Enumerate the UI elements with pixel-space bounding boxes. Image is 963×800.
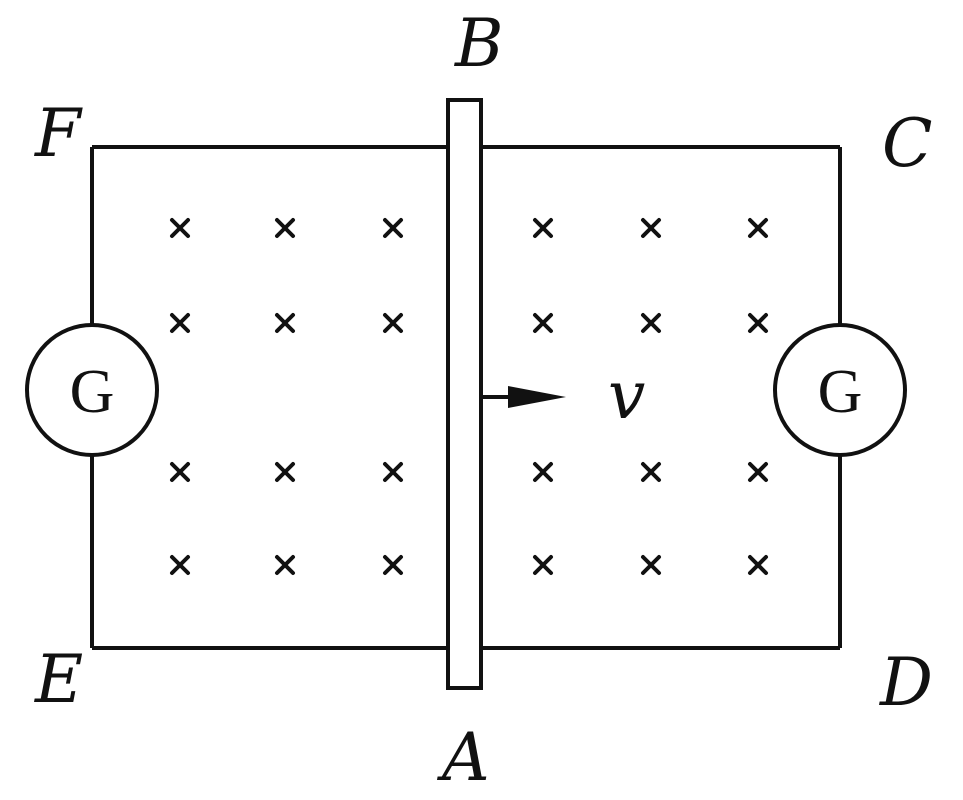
field-mark [170, 218, 190, 238]
velocity-label: v [608, 357, 645, 434]
label-F: F [34, 95, 83, 172]
field-mark [533, 313, 553, 333]
field-mark [275, 313, 295, 333]
label-D: D [879, 644, 933, 721]
field-mark [641, 462, 661, 482]
field-mark [641, 218, 661, 238]
field-mark [275, 555, 295, 575]
field-mark [170, 313, 190, 333]
field-mark [748, 313, 768, 333]
label-A: A [436, 719, 490, 796]
field-mark [641, 555, 661, 575]
field-mark [383, 313, 403, 333]
field-mark [748, 462, 768, 482]
field-mark [383, 555, 403, 575]
field-mark [170, 462, 190, 482]
field-mark [748, 555, 768, 575]
galvanometer-right [773, 323, 907, 457]
galvanometer-left-label: G [70, 358, 115, 426]
field-mark [383, 462, 403, 482]
field-mark [170, 555, 190, 575]
galvanometer-right-label: G [818, 358, 863, 426]
field-mark [641, 313, 661, 333]
field-mark [275, 462, 295, 482]
label-B: B [454, 5, 504, 82]
velocity-arrow-head [508, 386, 566, 408]
galvanometer-left [25, 323, 159, 457]
label-C: C [882, 105, 933, 182]
label-E: E [34, 641, 83, 718]
magnetic-field-marks [170, 218, 768, 575]
field-mark [533, 462, 553, 482]
field-mark [748, 218, 768, 238]
field-mark [383, 218, 403, 238]
conducting-rod [446, 98, 483, 690]
field-mark [533, 555, 553, 575]
field-mark [533, 218, 553, 238]
field-mark [275, 218, 295, 238]
